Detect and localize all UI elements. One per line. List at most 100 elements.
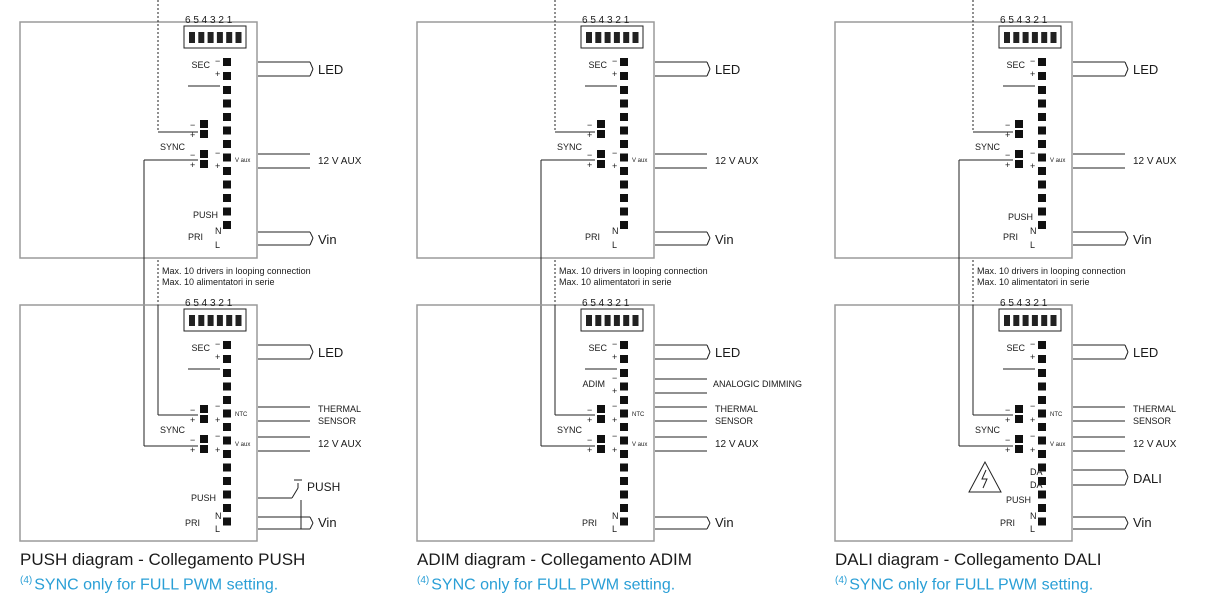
sync-terminal xyxy=(597,160,605,168)
dip-switch-lever xyxy=(1050,32,1057,43)
terminal xyxy=(223,490,231,499)
dip-switch-lever xyxy=(235,32,242,43)
terminal xyxy=(1038,167,1046,175)
sync-terminal xyxy=(1015,405,1023,413)
sync-terminal xyxy=(1015,445,1023,453)
aux-label: 12 V AUX xyxy=(715,439,759,450)
sync-terminal xyxy=(1015,150,1023,158)
mains-wire xyxy=(1124,522,1129,530)
dip-switch-lever xyxy=(586,315,592,326)
led-label: LED xyxy=(715,345,740,360)
plus-sign: + xyxy=(1030,415,1035,425)
mains-wire xyxy=(706,231,711,239)
minus-sign: − xyxy=(1005,150,1010,160)
terminal xyxy=(223,463,231,472)
thermal-label: THERMAL xyxy=(715,404,758,414)
n-label: N xyxy=(612,226,619,236)
looping-note: Max. 10 drivers in looping connection xyxy=(162,266,311,276)
led-label: LED xyxy=(1133,345,1158,360)
pri-label: PRI xyxy=(582,518,597,528)
pri-label: PRI xyxy=(185,518,200,528)
terminal xyxy=(620,396,628,404)
plus-sign: + xyxy=(190,130,195,140)
analog-dimming-label: ANALOGIC DIMMING xyxy=(713,379,802,389)
push-diagram-title: PUSH diagram - Collegamento PUSH xyxy=(20,550,306,569)
vaux-label: V aux xyxy=(1050,158,1065,164)
terminal xyxy=(620,382,628,391)
plus-sign: + xyxy=(1005,445,1010,455)
vin-label: Vin xyxy=(1133,232,1152,247)
dip-switch-lever xyxy=(1013,32,1020,43)
dip-switch-lever xyxy=(1022,315,1029,326)
lightning-icon xyxy=(981,469,988,489)
dip-switch-lever xyxy=(1022,32,1029,43)
dip-switch-lever xyxy=(604,32,611,43)
sync-label: SYNC xyxy=(160,425,186,435)
minus-sign: − xyxy=(1005,405,1010,415)
sync-terminal xyxy=(1015,130,1023,138)
sync-terminal xyxy=(597,405,605,413)
terminal xyxy=(223,517,231,526)
dip-switch-lever xyxy=(586,32,592,43)
dip-switch-numbers: 6 5 4 3 2 1 xyxy=(582,15,630,26)
sync-terminal xyxy=(200,150,208,158)
plus-sign: + xyxy=(612,69,617,79)
adim-diagram-title: ADIM diagram - Collegamento ADIM xyxy=(417,550,692,569)
pri-label: PRI xyxy=(585,232,600,242)
dip-switch-lever xyxy=(623,315,630,326)
dip-switch-numbers: 6 5 4 3 2 1 xyxy=(185,298,233,309)
terminal xyxy=(1038,423,1046,431)
terminal xyxy=(1038,436,1046,445)
dip-switch-numbers: 6 5 4 3 2 1 xyxy=(582,298,630,309)
sync-label: SYNC xyxy=(557,425,583,435)
minus-sign: − xyxy=(215,431,220,441)
terminal xyxy=(620,221,628,229)
mains-wire xyxy=(1124,237,1129,246)
minus-sign: − xyxy=(215,56,220,66)
terminal xyxy=(223,396,231,404)
led-label: LED xyxy=(318,62,343,77)
pri-label: PRI xyxy=(1003,232,1018,242)
adim-diagram-note: (4)SYNC only for FULL PWM setting. xyxy=(417,575,676,594)
pri-label: PRI xyxy=(188,232,203,242)
plus-sign: + xyxy=(215,352,220,362)
sync-terminal xyxy=(200,120,208,128)
terminal xyxy=(223,409,231,418)
mains-wire xyxy=(1124,231,1129,239)
vaux-label: V aux xyxy=(235,158,250,164)
aux-label: 12 V AUX xyxy=(1133,439,1177,450)
led-wire xyxy=(309,351,314,360)
dali-diagram-title: DALI diagram - Collegamento DALI xyxy=(835,550,1102,569)
terminal xyxy=(1038,99,1046,108)
driver-box xyxy=(19,304,258,542)
terminal xyxy=(1038,180,1046,189)
sec-label: SEC xyxy=(588,60,607,70)
terminal xyxy=(1038,504,1046,512)
looping-note: Max. 10 alimentatori in serie xyxy=(162,277,275,287)
led-wire xyxy=(1124,61,1129,70)
sec-minus-terminal xyxy=(620,341,628,349)
dip-switch-lever xyxy=(216,32,223,43)
sec-plus-terminal xyxy=(1038,355,1046,363)
sync-terminal xyxy=(597,150,605,158)
sync-terminal xyxy=(200,435,208,443)
vin-label: Vin xyxy=(318,232,337,247)
sync-terminal xyxy=(1015,120,1023,128)
sec-label: SEC xyxy=(191,343,210,353)
mains-wire xyxy=(309,231,314,239)
dali-diagram-note: (4)SYNC only for FULL PWM setting. xyxy=(835,575,1094,594)
minus-sign: − xyxy=(612,373,617,383)
mains-wire xyxy=(309,237,314,246)
led-wire xyxy=(706,68,711,77)
sensor-label: SENSOR xyxy=(318,416,357,426)
terminal xyxy=(620,180,628,189)
thermal-label: THERMAL xyxy=(1133,404,1176,414)
sec-minus-terminal xyxy=(1038,341,1046,349)
terminal xyxy=(1038,490,1046,499)
terminal xyxy=(223,99,231,108)
plus-sign: + xyxy=(215,415,220,425)
n-label: N xyxy=(612,511,619,521)
plus-sign: + xyxy=(215,445,220,455)
dip-switch-lever xyxy=(613,32,620,43)
